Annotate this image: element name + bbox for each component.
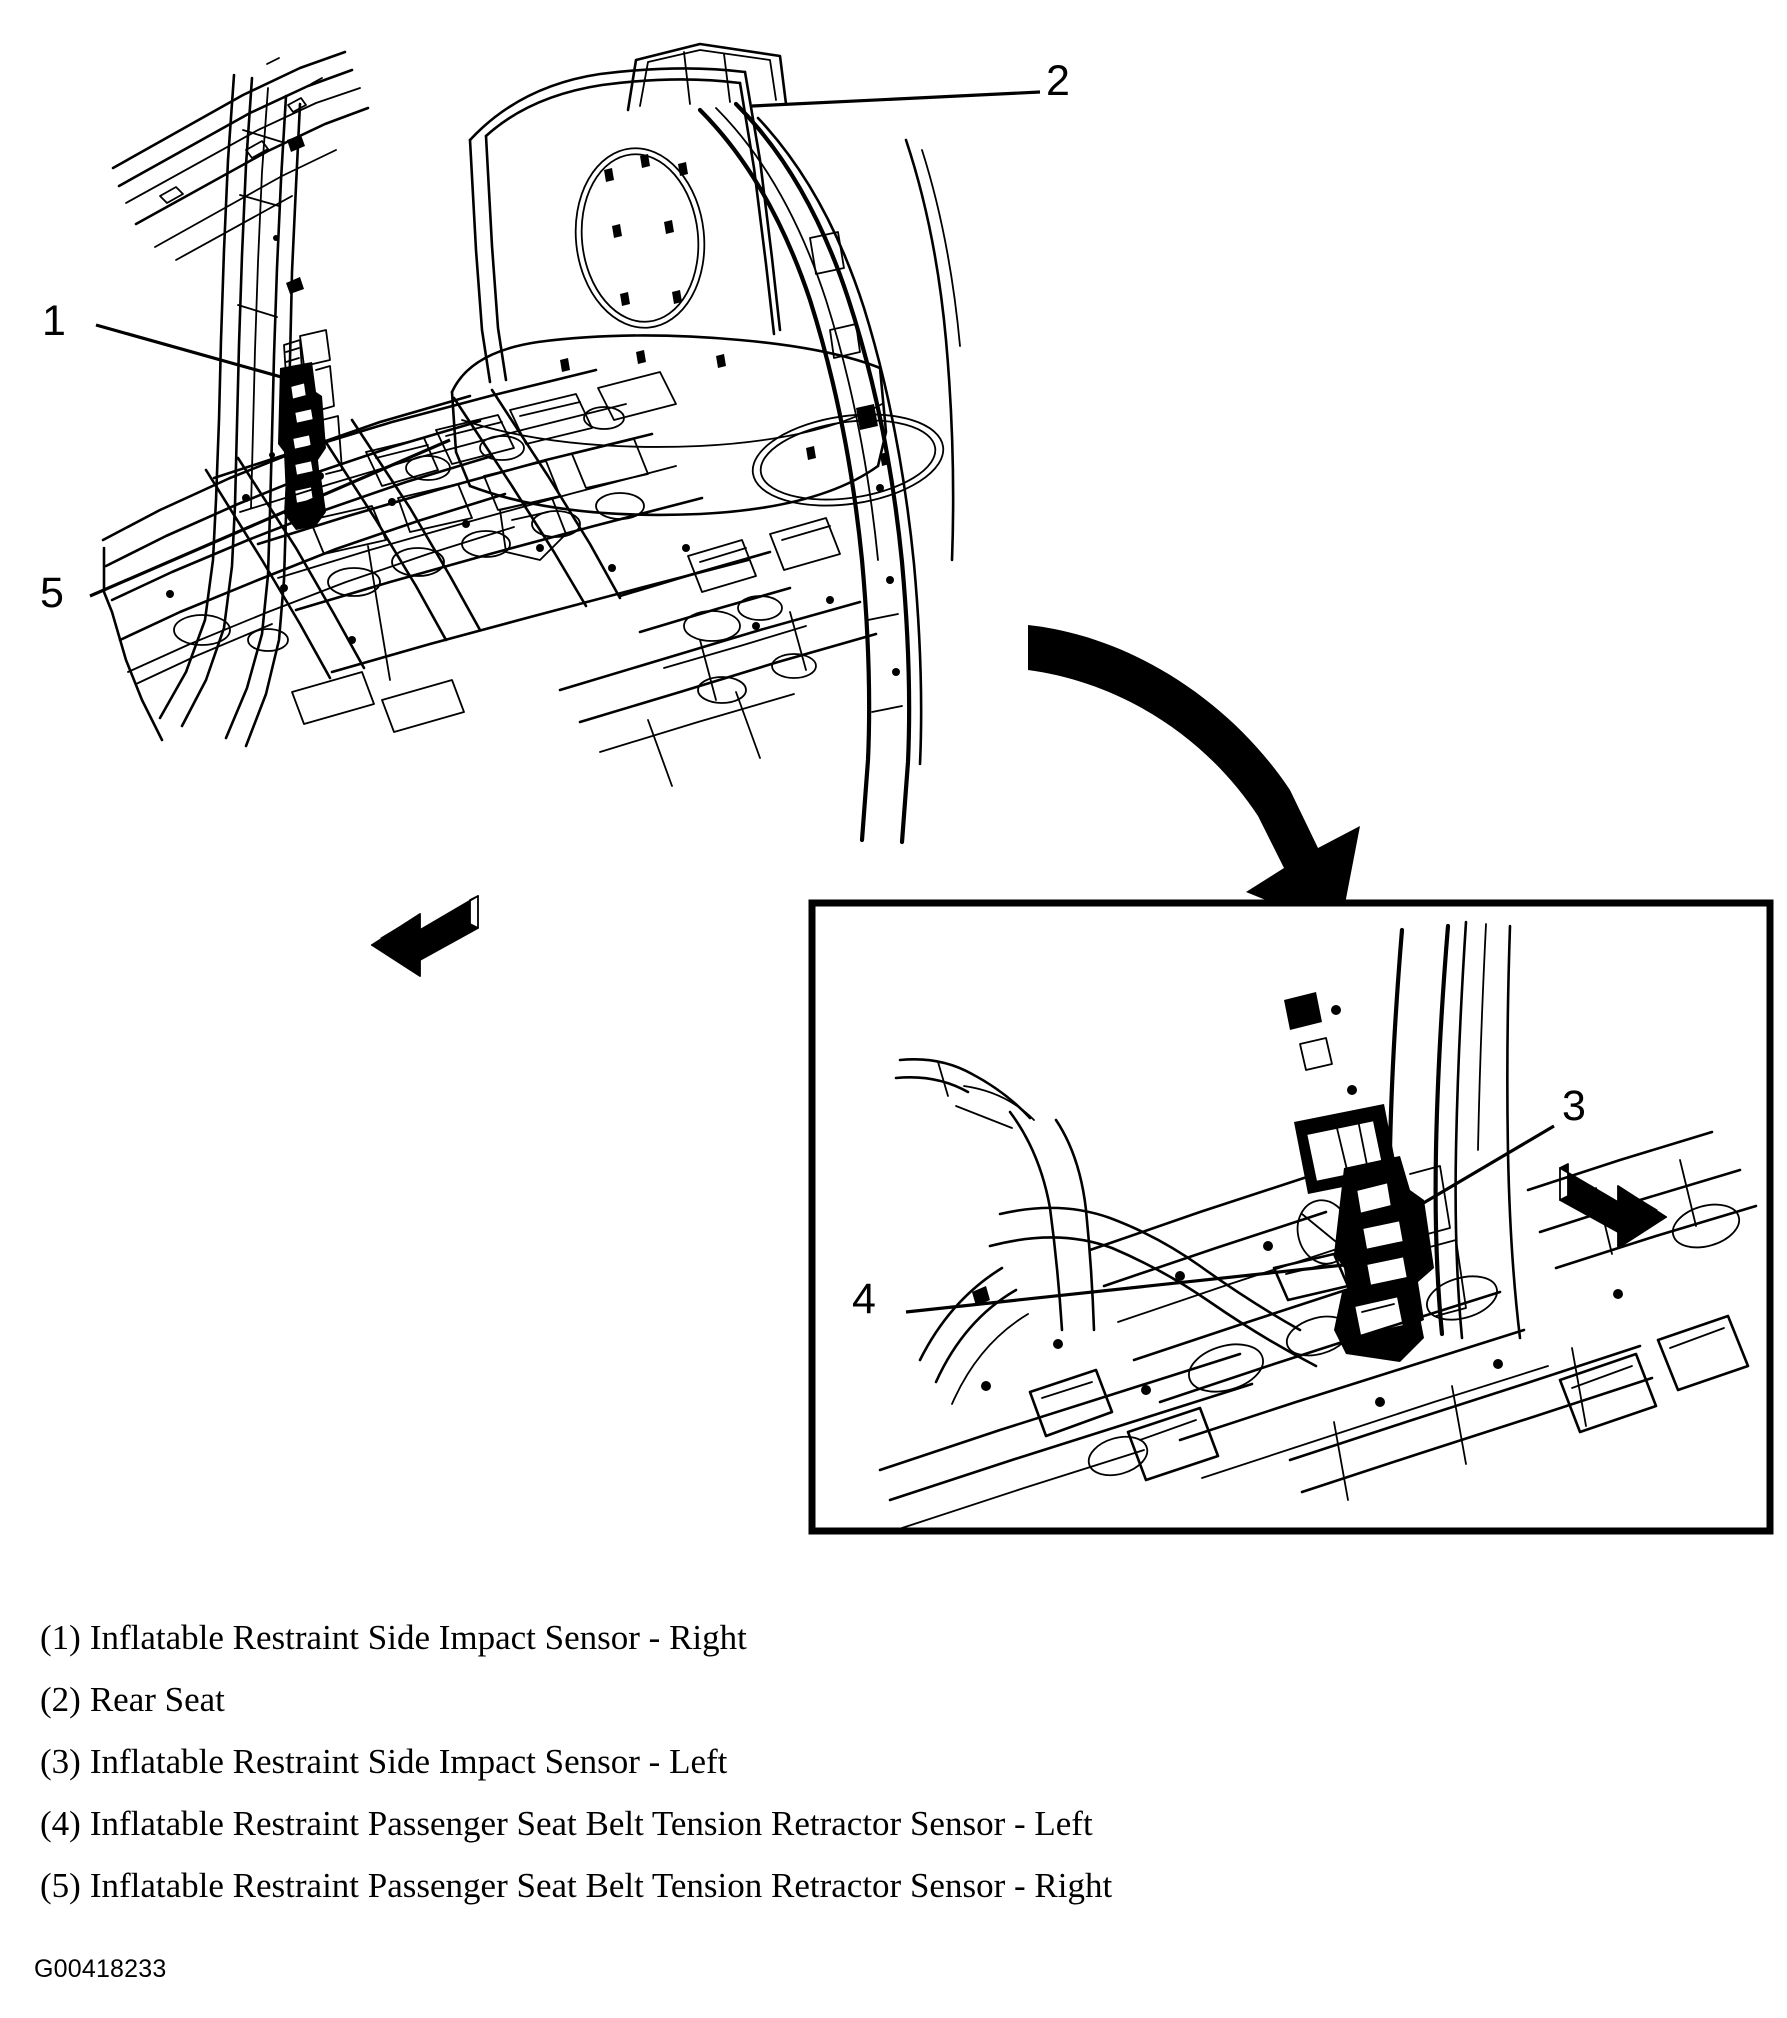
rear-seat (450, 42, 945, 517)
detail-inset-box (808, 899, 1774, 1535)
callout-number-2: 2 (1046, 57, 1070, 105)
legend-text-3: Inflatable Restraint Side Impact Sensor … (89, 1742, 728, 1781)
callout-number-3: 3 (1562, 1082, 1586, 1130)
leader-line-1 (95, 323, 293, 382)
view-direction-arrow-right (1559, 1163, 1667, 1249)
legend-item-1: (1)Inflatable Restraint Side Impact Sens… (40, 1620, 1540, 1655)
legend-text-1: Inflatable Restraint Side Impact Sensor … (89, 1618, 747, 1657)
legend-number-1: (1) (40, 1618, 81, 1657)
leader-line-5 (89, 438, 451, 598)
leader-line-2 (751, 90, 1041, 108)
detail-inset-content (878, 920, 1758, 1529)
legend-number-3: (3) (40, 1742, 81, 1781)
roof-rail-group (111, 50, 370, 261)
figure-illustration: .ln { fill:none; stroke:#000; stroke-wid… (40, 42, 1774, 1535)
legend-number-5: (5) (40, 1866, 81, 1905)
legend-item-3: (3)Inflatable Restraint Side Impact Sens… (40, 1744, 1540, 1779)
leader-lines-main (89, 90, 1041, 598)
c-pillar (697, 101, 923, 845)
legend-item-5: (5)Inflatable Restraint Passenger Seat B… (40, 1868, 1540, 1903)
floor-pan-structure (101, 368, 807, 742)
detail-floor-pan (878, 1058, 1758, 1529)
diagram-canvas: .ln { fill:none; stroke:#000; stroke-wid… (89, 42, 1774, 1535)
legend-list: (1)Inflatable Restraint Side Impact Sens… (40, 1620, 1540, 1930)
rear-floor-detail (687, 517, 841, 704)
leader-line-3 (1397, 1124, 1555, 1220)
callout-number-1: 1 (42, 297, 66, 345)
callout-number-4: 4 (852, 1275, 876, 1323)
view-direction-arrow-left (371, 895, 479, 977)
legend-text-2: Rear Seat (89, 1680, 225, 1719)
legend-number-2: (2) (40, 1680, 81, 1719)
detail-pointer-arrow (1028, 625, 1360, 930)
callout-number-5: 5 (40, 569, 64, 617)
legend-item-2: (2)Rear Seat (40, 1682, 1540, 1717)
figure-id-label: G00418233 (34, 1955, 167, 1983)
legend-item-4: (4)Inflatable Restraint Passenger Seat B… (40, 1806, 1540, 1841)
legend-text-5: Inflatable Restraint Passenger Seat Belt… (89, 1866, 1113, 1905)
legend-text-4: Inflatable Restraint Passenger Seat Belt… (89, 1804, 1093, 1843)
main-cutaway-view (101, 42, 961, 845)
detail-retractor-sensor-left (1334, 1276, 1424, 1362)
legend-number-4: (4) (40, 1804, 81, 1843)
leader-line-4 (905, 1260, 1373, 1314)
